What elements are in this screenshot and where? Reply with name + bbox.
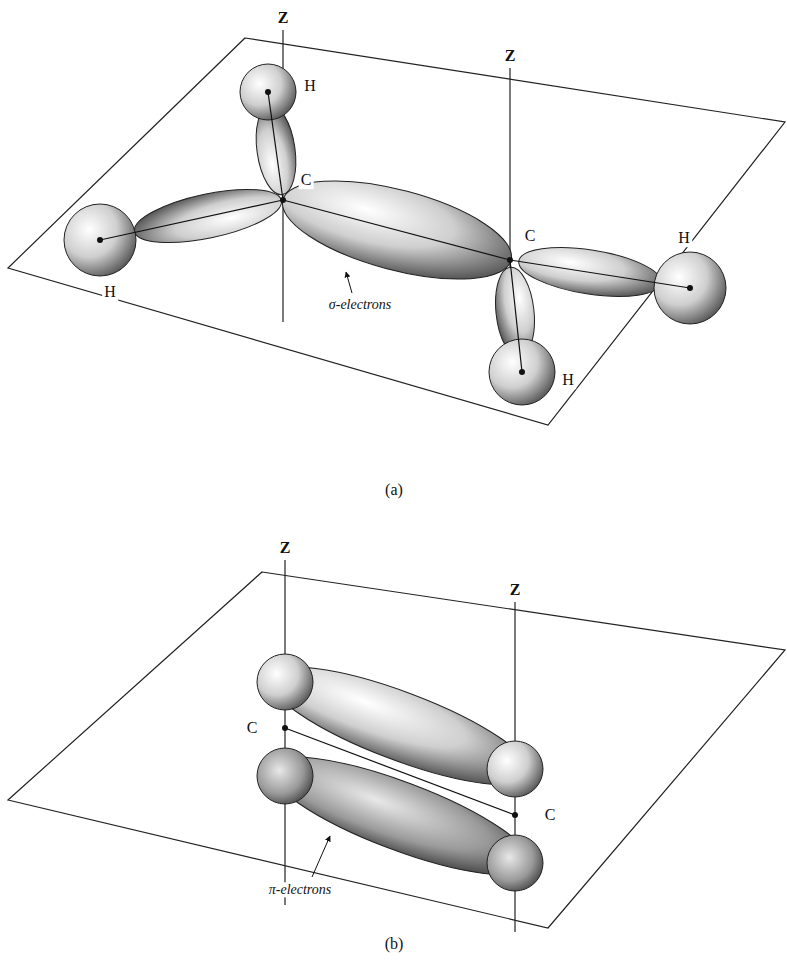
leader-line — [312, 836, 330, 877]
orbital-label: π-electrons — [267, 882, 333, 897]
molecular-plane — [8, 572, 785, 928]
nuclei — [97, 89, 693, 375]
axis-label: Z — [508, 581, 523, 599]
z-axis — [284, 560, 285, 905]
atom-label: C — [543, 806, 558, 824]
panel-label: (a) — [383, 481, 405, 499]
sigma-orbitals — [64, 64, 726, 405]
nuclei — [282, 725, 518, 818]
atom-label: H — [560, 371, 576, 389]
atom-label: H — [102, 283, 118, 301]
atom-label: C — [245, 719, 260, 737]
bond-lines — [100, 92, 690, 372]
leader-line — [346, 272, 352, 293]
axis-label: Z — [276, 9, 291, 27]
panel-label: (b) — [383, 935, 406, 953]
bond-line — [285, 728, 515, 815]
molecular-plane — [8, 38, 785, 425]
axis-label: Z — [278, 539, 293, 557]
atom-label: H — [676, 229, 692, 247]
axis-label: Z — [503, 47, 518, 65]
orbital-label: σ-electrons — [327, 297, 393, 312]
atom-label: C — [299, 171, 314, 189]
atom-label: C — [523, 227, 538, 245]
atom-label: H — [302, 77, 318, 95]
pi-orbitals — [257, 645, 543, 898]
